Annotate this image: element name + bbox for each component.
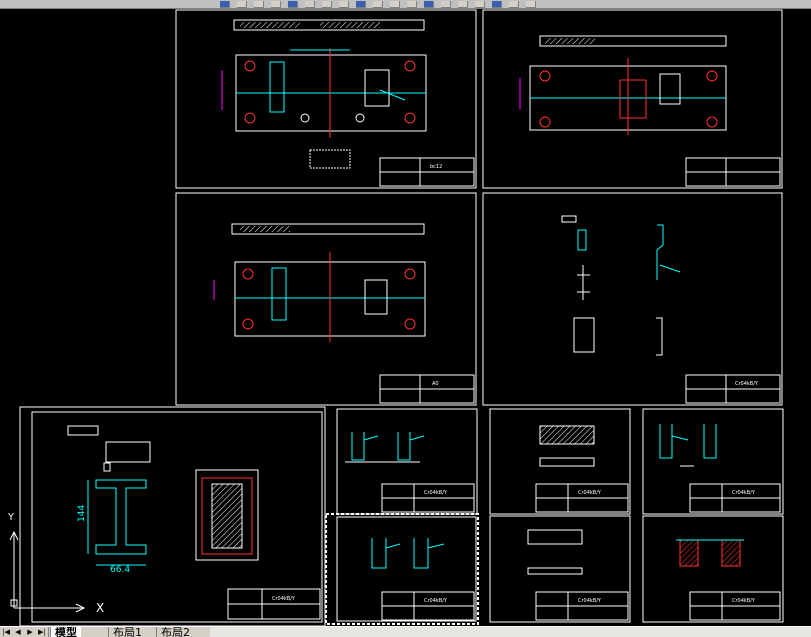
zoom-window-icon[interactable] (441, 1, 451, 8)
sheet-11-frame (642, 515, 784, 623)
sheet-5-drawing: 144 66.4 (67, 425, 259, 575)
tab-layout1[interactable]: 布局1 (108, 627, 146, 637)
sheet-1-notes (309, 149, 351, 169)
drawing-canvas[interactable]: bc12 A0 (0, 8, 811, 626)
sheet-10-drawing (527, 529, 583, 575)
sheet-3-title: A0 (432, 381, 439, 387)
dimension-width: 66.4 (110, 565, 130, 575)
sheet-5-title: Cr04kB/Y (272, 596, 296, 602)
zoom-icon[interactable] (424, 1, 434, 8)
sheet-4-drawing (561, 215, 681, 356)
save-icon[interactable] (254, 1, 264, 8)
sheet-8-drawing (659, 424, 717, 467)
tab-layout2[interactable]: 布局2 (156, 627, 194, 637)
horizontal-scrollbar[interactable] (210, 627, 811, 637)
dimension-height: 144 (77, 505, 87, 522)
sheet-9-title: Cr04kB/Y (424, 598, 448, 604)
sheet-1-title: bc12 (430, 164, 442, 170)
sheet-9-inner (336, 516, 477, 622)
ucs-x-label: X (96, 601, 104, 615)
sheet-5-inner (31, 411, 323, 623)
copy-icon[interactable] (322, 1, 332, 8)
sheet-1-drawing (221, 19, 427, 138)
open-icon[interactable] (237, 1, 247, 8)
paste-icon[interactable] (339, 1, 349, 8)
sheet-2-drawing (519, 35, 727, 135)
sheet-9-drawing (371, 538, 445, 569)
sheet-11-title-block: Cr04kB/Y (689, 591, 781, 621)
print-icon[interactable] (271, 1, 281, 8)
sheet-11-title: Cr04kB/Y (732, 598, 756, 604)
preview-icon[interactable] (288, 1, 298, 8)
properties-icon[interactable] (475, 1, 485, 8)
help-icon[interactable] (526, 1, 536, 8)
sheet-8-title-block: Cr04kB/Y (689, 483, 781, 513)
sheet-6-title-block: Cr04kB/Y (381, 483, 475, 513)
sheet-6-title: Cr04kB/Y (424, 490, 448, 496)
match-icon[interactable] (356, 1, 366, 8)
sheet-4-frame (482, 192, 783, 406)
sheet-3-frame (175, 192, 477, 406)
sheet-11-drawing (676, 539, 744, 567)
tab-model[interactable]: 模型 (50, 627, 81, 637)
sheet-10-frame (489, 515, 631, 623)
zoom-previous-icon[interactable] (458, 1, 468, 8)
sheet-9-title-block: Cr04kB/Y (381, 591, 475, 621)
sheet-5-title-block: Cr04kB/Y (227, 588, 321, 620)
sheet-8-frame (642, 408, 784, 515)
last-tab-button[interactable]: ▶| (36, 627, 49, 637)
sheet-2-frame (482, 9, 783, 189)
sheet-7-title: Cr04kB/Y (578, 490, 602, 496)
design-center-icon[interactable] (492, 1, 502, 8)
sheet-1-section-strip (233, 19, 425, 31)
sheet-1-title-block: bc12 (379, 157, 475, 187)
cut-icon[interactable] (305, 1, 315, 8)
ucs-icon: Y X (7, 512, 104, 615)
standard-toolbar (0, 0, 811, 9)
redo-icon[interactable] (390, 1, 400, 8)
sheet-9-frame (325, 513, 479, 625)
sheet-3-drawing (213, 223, 426, 342)
sheet-8-title: Cr04kB/Y (732, 490, 756, 496)
ucs-y-label: Y (7, 512, 15, 523)
sheet-5-frame (19, 406, 326, 626)
sheet-7-title-block: Cr04kB/Y (535, 483, 629, 513)
sheet-4-title-block: Cr04kB/Y (685, 374, 781, 404)
sheet-3-title-block: A0 (379, 374, 475, 404)
sheet-7-drawing (539, 425, 595, 467)
new-icon[interactable] (220, 1, 230, 8)
sheet-1-frame (175, 9, 477, 189)
sheet-6-drawing (345, 432, 425, 463)
sheet-4-title: Cr04kB/Y (735, 381, 759, 387)
sheet-2-title-block (685, 157, 781, 187)
undo-icon[interactable] (373, 1, 383, 8)
sheet-10-title-block: Cr04kB/Y (535, 591, 629, 621)
tool-palette-icon[interactable] (509, 1, 519, 8)
sheet-frames (19, 9, 784, 626)
sheet-10-title: Cr04kB/Y (578, 598, 602, 604)
sheet-7-frame (489, 408, 631, 515)
pan-icon[interactable] (407, 1, 417, 8)
